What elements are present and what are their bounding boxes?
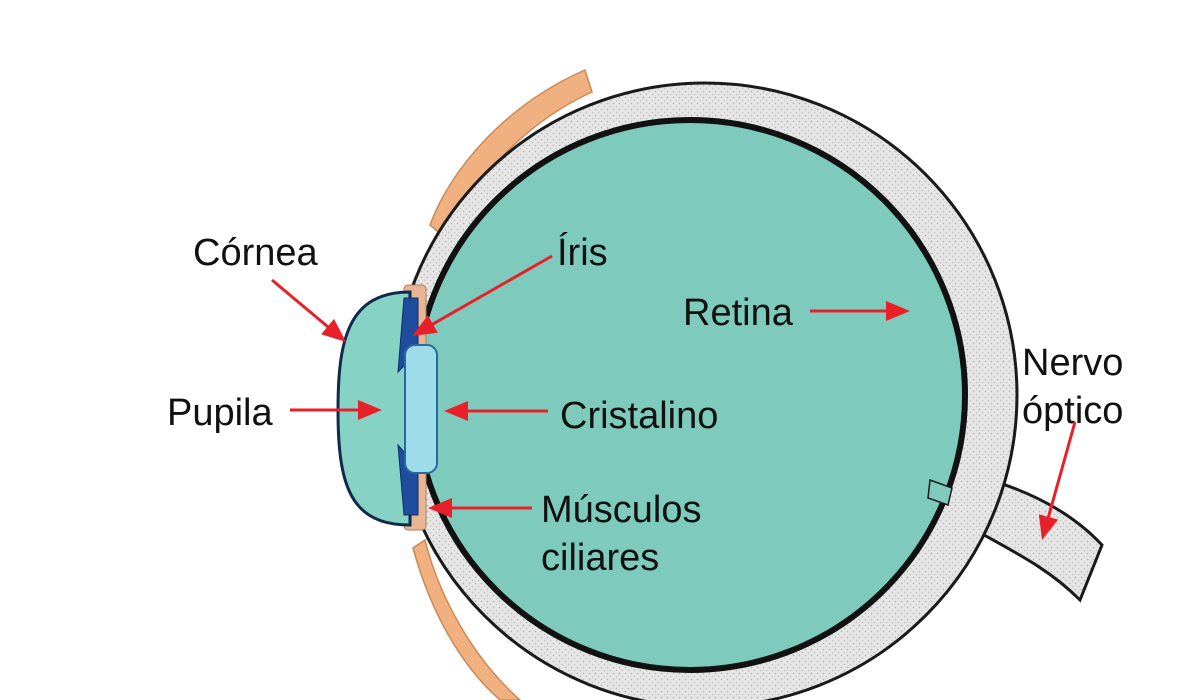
- arrow-pupila: [290, 400, 382, 420]
- label-musculos-ciliares-line1: Músculos: [541, 489, 702, 531]
- arrow-cristalino: [444, 401, 548, 421]
- label-musculos-ciliares-line2: ciliares: [541, 537, 659, 579]
- lens: [404, 344, 438, 474]
- arrow-cornea-shaft: [271, 278, 331, 330]
- label-cristalino: Cristalino: [560, 395, 718, 437]
- optic-disc: [927, 478, 953, 506]
- arrow-iris: [412, 254, 553, 336]
- arrow-pupila-head: [358, 400, 382, 420]
- arrow-cornea: [271, 278, 346, 342]
- label-pupila: Pupila: [167, 392, 273, 434]
- arrow-nervo-optico-head: [1038, 514, 1059, 540]
- arrow-cornea-head: [321, 318, 346, 342]
- arrow-retina-head: [886, 301, 910, 321]
- label-cornea: Córnea: [193, 232, 318, 274]
- lower-extraocular-muscle: [412, 538, 522, 700]
- arrow-nervo-optico-shaft: [1046, 421, 1077, 520]
- arrow-musculos-ciliares: [428, 498, 532, 518]
- arrow-iris-shaft: [430, 254, 553, 327]
- pointer-arrows: [271, 254, 1077, 540]
- arrow-retina: [810, 301, 910, 321]
- arrow-iris-head: [412, 315, 438, 336]
- label-retina: Retina: [683, 292, 794, 334]
- arrow-cristalino-head: [444, 401, 468, 421]
- arrow-nervo-optico: [1038, 421, 1077, 540]
- label-nervo-optico-line1: Nervo: [1022, 342, 1123, 384]
- label-iris: Íris: [557, 231, 608, 274]
- arrow-musculos-ciliares-head: [428, 498, 452, 518]
